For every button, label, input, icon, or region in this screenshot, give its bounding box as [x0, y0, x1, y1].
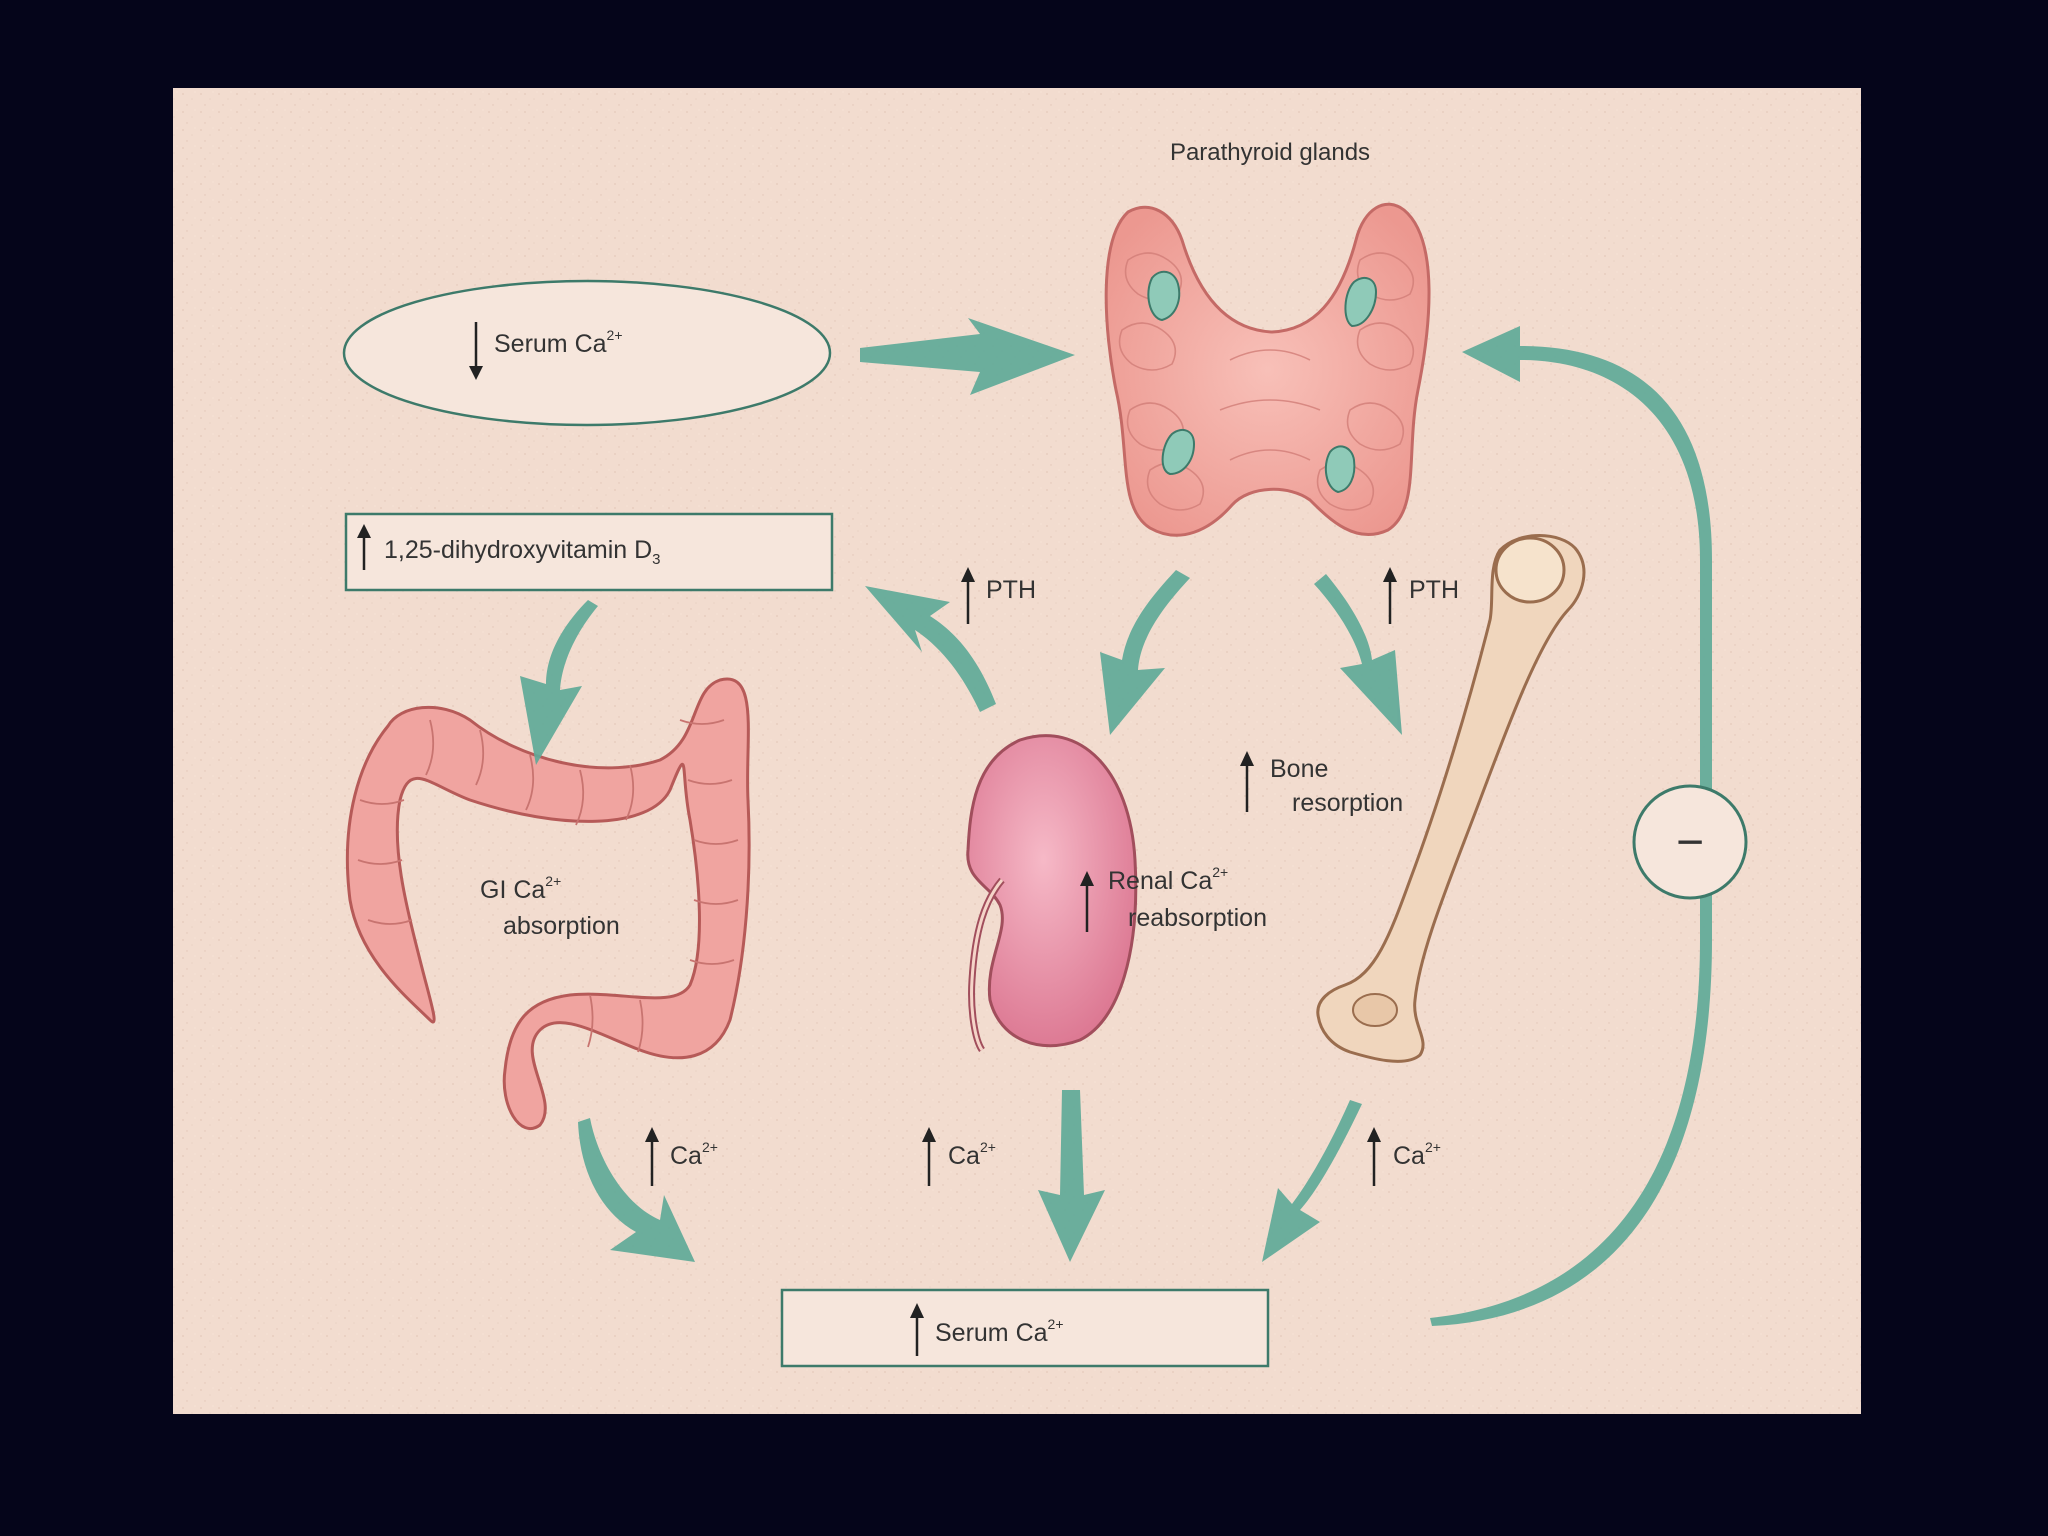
svg-text:Ca2+: Ca2+ [1393, 1139, 1441, 1170]
svg-text:Serum Ca2+: Serum Ca2+ [494, 327, 623, 358]
renal-label-line2: reabsorption [1128, 904, 1267, 932]
bone-label-line1: Bone [1270, 755, 1328, 783]
pth-label-right: PTH [1409, 576, 1459, 604]
gi-label-charge: 2+ [545, 873, 561, 889]
ca-renal-charge: 2+ [980, 1139, 996, 1155]
up-arrow-icon [645, 1127, 659, 1142]
svg-text:1,25-dihydroxyvitamin D3: 1,25-dihydroxyvitamin D3 [384, 536, 661, 568]
bone-head [1494, 536, 1566, 604]
svg-text:Ca2+: Ca2+ [948, 1139, 996, 1170]
serum-high-charge: 2+ [1048, 1316, 1064, 1332]
parathyroid-label: Parathyroid glands [1170, 139, 1370, 166]
ca-renal-label: Ca [948, 1142, 980, 1170]
vitamin-label: 1,25-dihydroxyvitamin D [384, 536, 652, 564]
parathyroid-nodule-bottom-right [1324, 445, 1356, 494]
serum-low-label: Serum Ca [494, 330, 607, 358]
ca-gi-label: Ca [670, 1142, 702, 1170]
gi-label: GI Ca2+ [480, 873, 561, 904]
parathyroid-nodule-bottom-left [1161, 428, 1196, 476]
serum-ca-low-node: Serum Ca2+ [342, 279, 832, 427]
pth-label-left: PTH [986, 576, 1036, 604]
renal-label-line1: Renal Ca [1108, 867, 1212, 895]
up-arrow-icon [1080, 871, 1094, 886]
arrow-intestine-to-serum [578, 1118, 695, 1262]
arrow-kidney-to-vitamin [865, 586, 996, 712]
arrow-parathyroid-to-bone [1314, 574, 1402, 735]
parathyroid-nodule-top-right [1344, 276, 1378, 328]
serum-high-label: Serum Ca [935, 1319, 1048, 1347]
vitamin-subscript: 3 [652, 551, 660, 568]
arrow-kidney-to-serum [1038, 1090, 1105, 1262]
svg-text:Serum Ca2+: Serum Ca2+ [935, 1316, 1064, 1347]
ca-bone-label: Ca [1393, 1142, 1425, 1170]
arrow-bone-to-serum [1262, 1100, 1362, 1262]
renal-label: Renal Ca2+ [1108, 864, 1228, 895]
renal-label-charge: 2+ [1212, 864, 1228, 880]
svg-text:Ca2+: Ca2+ [670, 1139, 718, 1170]
arrow-parathyroid-to-kidney [1100, 570, 1190, 735]
up-arrow-icon [922, 1127, 936, 1142]
arrow-vitamin-to-intestine [520, 600, 598, 765]
up-arrow-icon [1367, 1127, 1381, 1142]
up-arrow-icon [1240, 751, 1254, 766]
ca-gi-charge: 2+ [702, 1139, 718, 1155]
parathyroid-glands [1104, 202, 1431, 537]
arrow-serum-to-parathyroid [860, 318, 1075, 395]
serum-ca-high-node: Serum Ca2+ [780, 1288, 1270, 1368]
bone-condyle [1352, 993, 1398, 1027]
negative-feedback-marker: − [1632, 784, 1748, 900]
gi-label-line1: GI Ca [480, 876, 545, 904]
bone-label-line2: resorption [1292, 789, 1403, 817]
gi-label-line2: absorption [503, 912, 620, 940]
negative-feedback-symbol: − [1676, 816, 1704, 869]
down-arrow-icon [469, 366, 483, 380]
vitamin-d-node: 1,25-dihydroxyvitamin D3 [344, 512, 834, 592]
up-arrow-icon [357, 524, 371, 538]
kidney-illustration [966, 734, 1138, 1053]
serum-low-charge: 2+ [607, 327, 623, 343]
parathyroid-nodule-top-left [1147, 270, 1181, 322]
up-arrow-icon [910, 1303, 924, 1318]
bone-illustration [1316, 534, 1586, 1063]
ca-bone-charge: 2+ [1425, 1139, 1441, 1155]
up-arrow-icon [1383, 567, 1397, 582]
intestine-illustration [345, 677, 751, 1131]
up-arrow-icon [961, 567, 975, 582]
